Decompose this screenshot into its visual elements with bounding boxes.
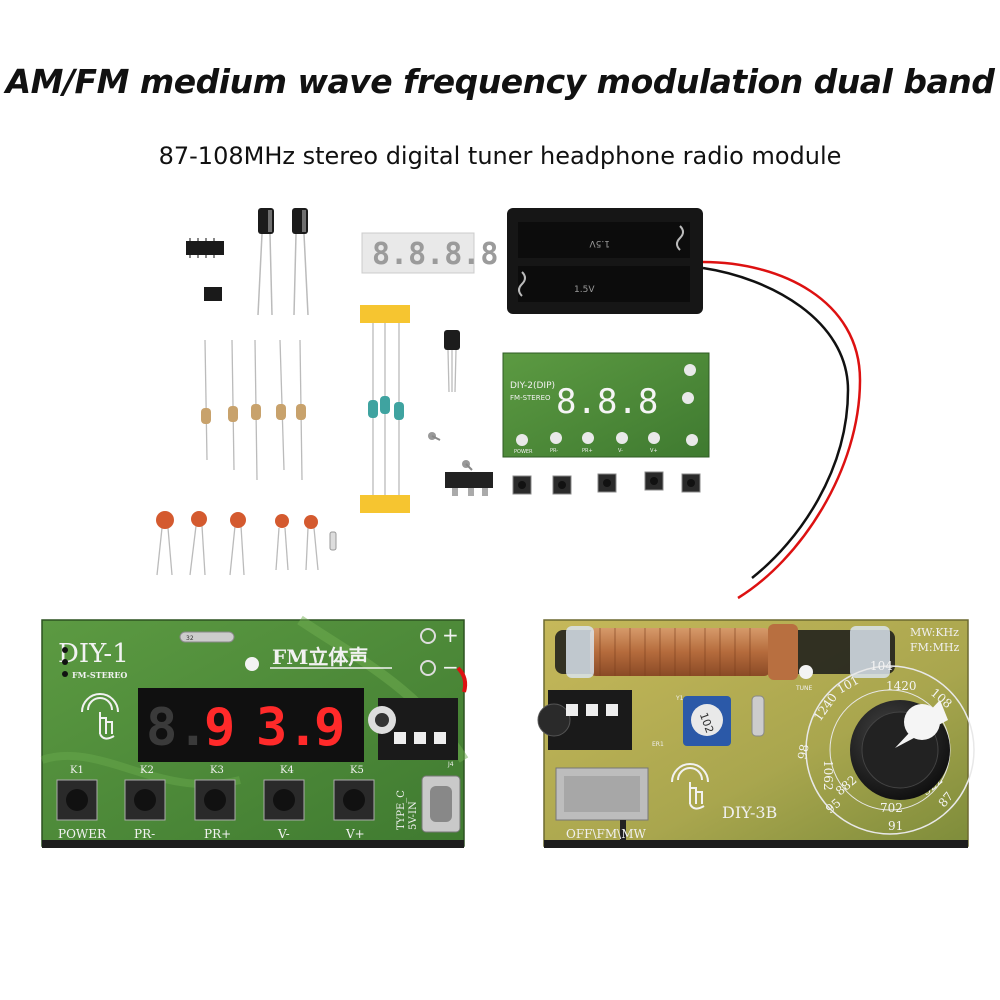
kit-pcb-label: DIY-2(DIP): [510, 381, 555, 391]
minus-terminal-label: −: [442, 655, 459, 679]
usb-c-port: [421, 775, 461, 833]
kit-button-label: POWER: [514, 449, 533, 455]
usb-label-1: TYPE_C: [396, 790, 407, 830]
audio-jack-loose: [445, 472, 493, 496]
display-digit-1: 8.: [146, 698, 209, 758]
page-title: AM/FM medium wave frequency modulation d…: [5, 62, 995, 101]
y1-label: Y1: [675, 695, 684, 702]
kit-pcb-sub: FM-STEREO: [510, 394, 551, 402]
kit-button-label: V-: [618, 448, 623, 454]
button-label-power: POWER: [58, 827, 107, 841]
svg-text:8.8.8.8: 8.8.8.8: [372, 237, 498, 272]
display-digit-4: 9: [314, 698, 345, 758]
ic-chip-large: [186, 238, 224, 258]
battery-wires: [702, 260, 862, 600]
kit-button-label: PR+: [582, 448, 593, 454]
kit-button-label: PR-: [550, 448, 558, 454]
crystal-label: 32: [186, 635, 194, 642]
display-digit-3: 3.: [256, 698, 319, 758]
dial-mark: 1062: [821, 760, 835, 791]
switch-label: OFF\FM\MW: [566, 827, 646, 841]
board-diy1: DIY-1 FM-STEREO FM立体声 32 + − 8. 9 3. 9: [40, 615, 469, 848]
band-fm-label: FM:MHz: [910, 641, 959, 654]
button-label-pr-plus: PR+: [204, 827, 231, 841]
headphone-jack: [368, 698, 458, 760]
ceramic-capacitors: [156, 511, 337, 576]
electrolytic-capacitor: [292, 208, 309, 316]
key-code: K4: [280, 765, 294, 776]
kit-pcb-display: 8.8.8: [556, 382, 658, 422]
page-subtitle: 87-108MHz stereo digital tuner headphone…: [158, 142, 842, 170]
hand-touch-icon: [671, 763, 709, 810]
board-diy3b: MW:KHz FM:MHz TUNE ER1 Y1 102 OFF\FM\MW: [537, 619, 975, 848]
headphone-jack: [537, 690, 632, 750]
battery-label: 1.5V: [574, 285, 595, 295]
dial-mark: 91: [888, 819, 903, 833]
board-diy1-chinese: FM立体声: [272, 645, 368, 669]
band-mw-label: MW:KHz: [910, 626, 959, 639]
key-code: K3: [210, 765, 224, 776]
er1-label: ER1: [652, 741, 664, 748]
electrolytic-capacitor: [257, 208, 274, 316]
kit-button-label: V+: [650, 448, 658, 454]
hand-touch-icon: [81, 693, 119, 740]
dial-mark: 702: [880, 801, 903, 815]
battery-label: 1.5V: [589, 238, 610, 248]
button-label-v-plus: V+: [345, 827, 365, 841]
key-code: K2: [140, 765, 154, 776]
kit-pcb: DIY-2(DIP) FM-STEREO 8.8.8 POWER PR- PR+…: [502, 352, 710, 458]
button-label-v-minus: V-: [277, 827, 290, 841]
key-code: K5: [350, 765, 364, 776]
tact-buttons: [56, 779, 375, 821]
seven-segment-display: 8.8.8.8: [361, 232, 498, 274]
ferrite-antenna-coil: [555, 624, 895, 680]
tune-label: TUNE: [795, 685, 813, 692]
dial-mark: 98: [795, 743, 811, 760]
board-diy3b-label: DIY-3B: [722, 803, 777, 822]
transistor: [444, 330, 460, 393]
dial-mark: 104: [870, 659, 893, 673]
trim-potentiometer: 102: [683, 696, 731, 746]
key-code: K1: [70, 765, 84, 776]
button-label-pr-minus: PR-: [134, 827, 155, 841]
plus-terminal-label: +: [442, 623, 459, 647]
battery-holder: 1.5V 1.5V: [507, 208, 703, 314]
screw: [428, 432, 473, 471]
ic-chip-small: [204, 287, 222, 301]
taped-resistors: [360, 305, 410, 513]
usb-label-2: 5V-IN: [408, 801, 419, 830]
dial-mark: 1420: [886, 679, 917, 693]
board-diy1-sub: FM-STEREO: [72, 670, 127, 680]
slide-switch: [555, 767, 649, 840]
board-diy1-label: DIY-1: [58, 639, 129, 669]
display-digit-2: 9: [204, 698, 235, 758]
tact-switches: [512, 471, 701, 495]
j4-label: J4: [447, 761, 454, 768]
resistor-bodies: [201, 404, 306, 424]
led-display: [138, 688, 364, 762]
